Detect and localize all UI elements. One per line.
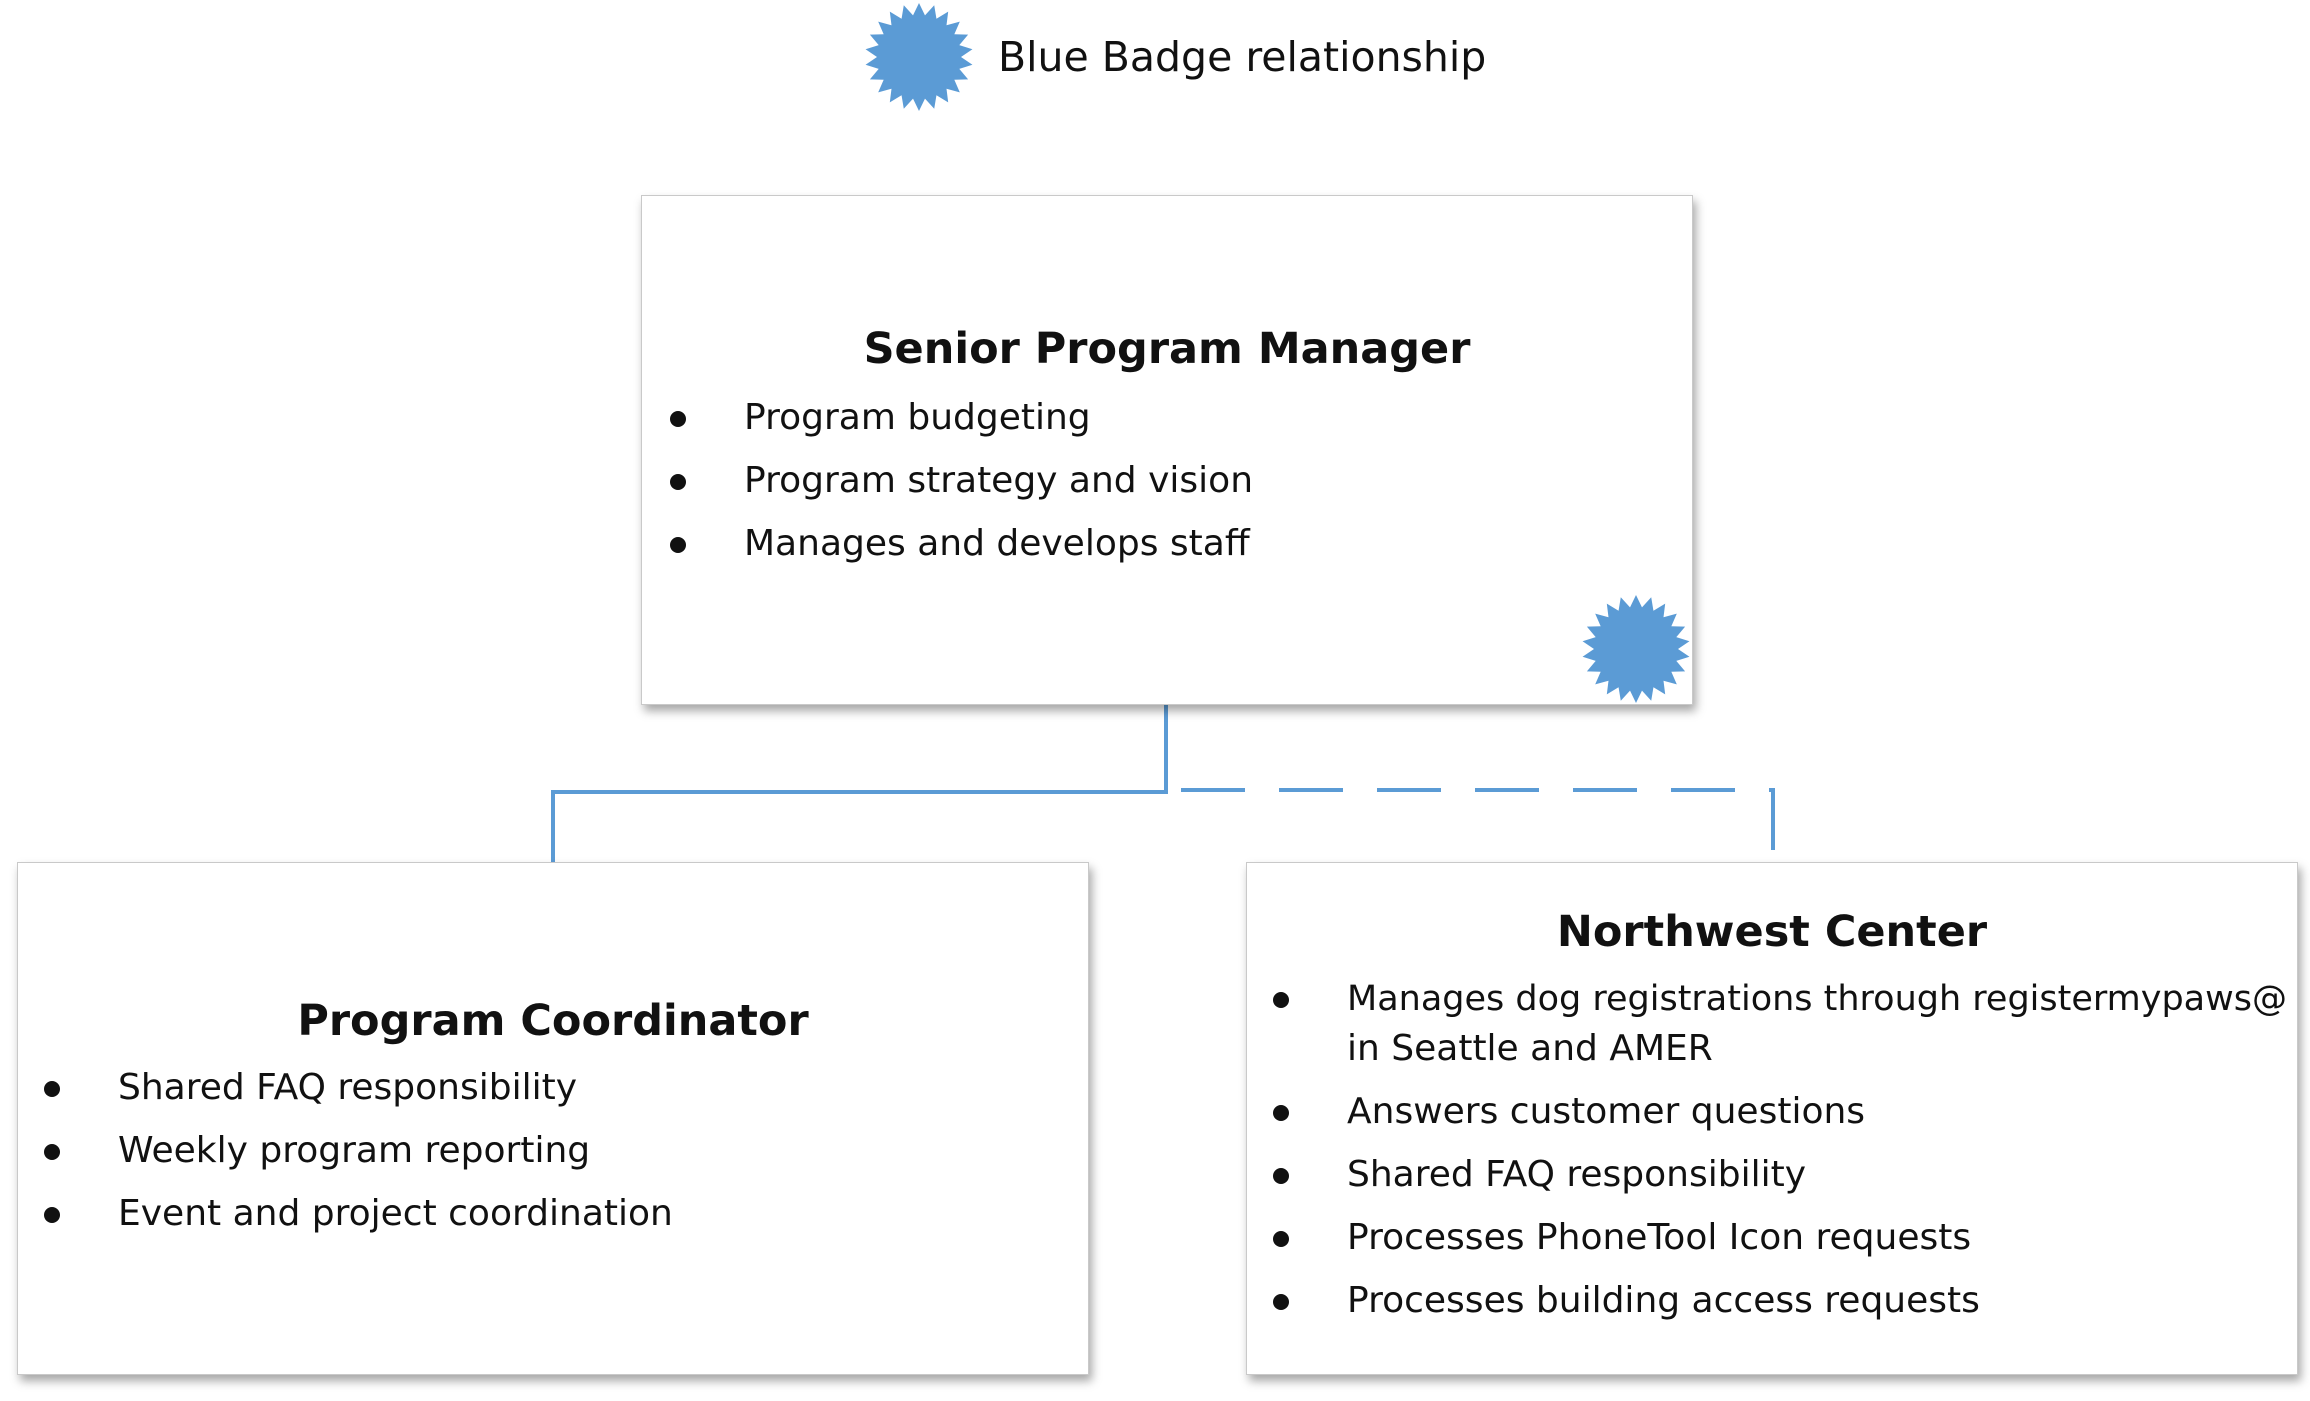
blue-badge-icon	[865, 3, 973, 111]
list-item-text: Weekly program reporting	[118, 1130, 591, 1171]
bullet-icon	[670, 474, 686, 490]
bullet-icon	[1273, 1168, 1289, 1184]
list-item-text: Shared FAQ responsibility	[1347, 1154, 1806, 1195]
list-item: Answers customer questions	[1273, 1087, 2287, 1137]
senior-program-manager-box: Senior Program Manager Program budgeting…	[641, 195, 1693, 705]
list-item: Processes PhoneTool Icon requests	[1273, 1213, 2287, 1263]
coordinator-responsibilities-list: Shared FAQ responsibility Weekly program…	[44, 1063, 673, 1252]
list-item-continuation: in Seattle and AMER	[1273, 1024, 2287, 1074]
legend: Blue Badge relationship	[864, 0, 1486, 114]
list-item-text: Program strategy and vision	[744, 460, 1254, 501]
box-title: Northwest Center	[1556, 907, 1988, 957]
list-item: Program strategy and vision	[670, 456, 1253, 506]
bullet-icon	[1273, 1105, 1289, 1121]
list-item-text: in Seattle and AMER	[1347, 1028, 1713, 1069]
northwest-responsibilities-list: Manages dog registrations through regist…	[1273, 974, 2287, 1339]
blue-badge-icon	[1582, 595, 1690, 703]
list-item-text: Processes PhoneTool Icon requests	[1347, 1217, 1972, 1258]
list-item-text: Shared FAQ responsibility	[118, 1067, 577, 1108]
bullet-icon	[44, 1081, 60, 1097]
connector-solid-to-coordinator	[551, 702, 1168, 864]
list-item: Shared FAQ responsibility	[1273, 1150, 2287, 1200]
bullet-icon	[1273, 992, 1289, 1008]
list-item: Program budgeting	[670, 393, 1253, 443]
legend-label: Blue Badge relationship	[998, 33, 1487, 81]
list-item: Event and project coordination	[44, 1189, 673, 1239]
bullet-icon	[44, 1207, 60, 1223]
list-item-text: Manages dog registrations through regist…	[1347, 979, 2287, 1019]
program-coordinator-box: Program Coordinator Shared FAQ responsib…	[17, 862, 1089, 1375]
list-item-text: Answers customer questions	[1347, 1091, 1866, 1132]
northwest-center-box: Northwest Center Manages dog registratio…	[1246, 862, 2298, 1375]
box-title: Program Coordinator	[297, 996, 809, 1046]
bullet-icon	[1273, 1231, 1289, 1247]
list-item: Manages and develops staff	[670, 519, 1253, 569]
bullet-icon	[670, 411, 686, 427]
senior-responsibilities-list: Program budgeting Program strategy and v…	[670, 393, 1253, 582]
box-title: Senior Program Manager	[863, 324, 1471, 374]
list-item-text: Processes building access requests	[1347, 1280, 1980, 1321]
list-item-text: Manages and develops staff	[744, 523, 1250, 564]
bullet-icon	[670, 537, 686, 553]
connector-dashed-to-northwest	[1181, 788, 1775, 864]
bullet-icon	[1273, 1294, 1289, 1310]
bullet-icon	[44, 1144, 60, 1160]
list-item: Shared FAQ responsibility	[44, 1063, 673, 1113]
list-item-text: Program budgeting	[744, 397, 1091, 438]
list-item: Manages dog registrations through regist…	[1273, 974, 2287, 1024]
list-item: Processes building access requests	[1273, 1276, 2287, 1326]
list-item: Weekly program reporting	[44, 1126, 673, 1176]
list-item-text: Event and project coordination	[118, 1193, 673, 1234]
